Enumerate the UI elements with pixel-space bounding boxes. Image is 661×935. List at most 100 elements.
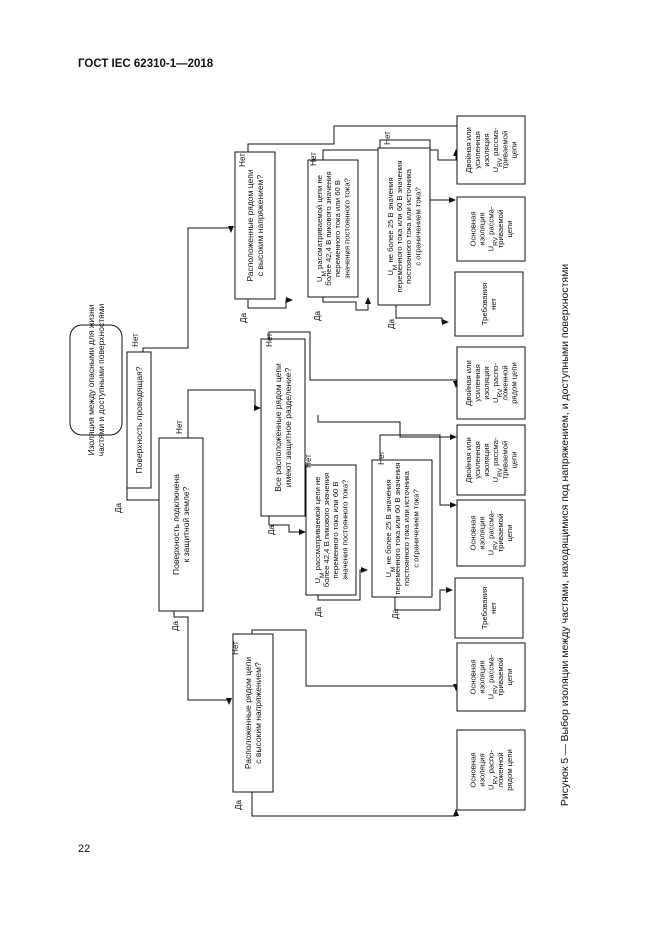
result-double-considered-top-text-line: URV рассма- [491, 127, 504, 172]
label-yes: Да [239, 313, 248, 323]
result-double-considered-middle-text-line: усиленная [473, 441, 482, 479]
result-basic-considered-top-text-line: Основная [469, 211, 478, 246]
label-no: Нет [309, 152, 318, 166]
earthed-question-text-line: к защитной земле? [181, 486, 191, 562]
um-not-exceed-question-bottom-text-line: переменного тока или 60 В [331, 481, 340, 578]
result-basic-considered-top-text-line: цепи [505, 220, 514, 237]
result-basic-nearby-bottom-text-line: изоляция [478, 753, 487, 786]
result-double-considered-middle-text-line: изоляция [482, 443, 491, 476]
label-no: Нет [238, 153, 247, 167]
result-double-nearby-middle-text-line: URV распо- [491, 363, 504, 403]
label-yes: Да [313, 311, 322, 321]
result-basic-considered-bottom-text-line: URV рассма- [487, 654, 500, 699]
figure-caption: Рисунок 5 — Выбор изоляции между частями… [559, 264, 571, 806]
um-not-exceed-question-bottom-text-line: значения постоянного тока? [340, 480, 349, 581]
result-double-nearby-middle-text-line: ложенной [500, 365, 509, 400]
result-basic-considered-middle-text-line: URV рассма- [487, 510, 500, 555]
um-25v-question-top-text-line: переменного тока или 60 В значения [395, 160, 404, 292]
result-double-considered-middle-text-line: триваемой [500, 441, 509, 480]
label-yes: Да [314, 607, 323, 617]
label-yes: Да [387, 319, 396, 329]
um-25v-question-bottom-text-line: UM не более 25 В значения [384, 479, 397, 577]
result-no-req-top-text-line: нет [489, 298, 498, 310]
label-yes: Да [391, 609, 400, 619]
result-double-considered-top-text-line: цепи [509, 141, 518, 158]
result-double-nearby-middle-text-line: изоляция [482, 366, 491, 399]
result-double-considered-middle-text-line: Двойная или [464, 437, 473, 483]
result-basic-considered-bottom-text-line: Основная [469, 659, 478, 694]
um-not-exceed-question-top-text-line: переменного тока или 60 В [333, 180, 342, 277]
protective-sep-question-text-line: имеют защитное разделение? [283, 367, 293, 487]
result-basic-considered-top-text-line: изоляция [478, 212, 487, 245]
um-not-exceed-question-top-text-line: значения постоянного тока? [342, 178, 351, 279]
result-basic-nearby-bottom-text-line: рядом цепи [505, 749, 514, 791]
result-basic-nearby-bottom-text-line: ложенной [496, 752, 505, 787]
result-basic-considered-bottom-text-line: триваемой [496, 658, 505, 697]
result-no-req-middle-text-line: нет [489, 602, 498, 614]
um-25v-question-bottom-text-line: с ограничением тока? [411, 489, 420, 567]
near-hv-question-top-text-line: с высоким напряжением? [255, 175, 265, 277]
result-basic-considered-middle-text-line: триваемой [496, 514, 505, 553]
label-no: Нет [383, 131, 392, 145]
result-double-considered-top-text-line: усиленная [473, 131, 482, 169]
near-hv-question-top-text-line: Расположенные рядом цепи [245, 169, 255, 281]
label-no: Нет [304, 454, 313, 468]
label-yes: Да [171, 621, 180, 631]
result-basic-considered-bottom-text-line: изоляция [478, 660, 487, 693]
result-double-considered-top-text-line: изоляция [482, 133, 491, 166]
result-basic-considered-middle-text-line: цепи [505, 524, 514, 541]
result-no-req-middle-text-line: Требования [480, 587, 489, 629]
um-25v-question-bottom-text-line: постоянного тока или источника [402, 470, 411, 586]
label-yes: Да [234, 800, 243, 810]
result-double-considered-top-text-line: Двойная или [464, 127, 473, 173]
label-no: Нет [265, 333, 274, 347]
result-basic-considered-top-text-line: триваемой [496, 210, 505, 249]
page-number: 22 [78, 843, 91, 855]
near-hv-question-bottom-text-line: Расположенные рядом цепи [243, 657, 253, 769]
result-no-req-top-text-line: Требования [480, 283, 489, 325]
um-not-exceed-question-bottom-text-line: более 42,4 В пикового значения [322, 473, 331, 587]
protective-sep-question-text-line: Все расположенные рядом цепи [273, 363, 283, 492]
start-box-text-line: Изоляция между опасными для жизни [86, 304, 96, 455]
result-basic-nearby-bottom-text-line: URV распо- [487, 750, 500, 790]
document-header: ГОСТ IEC 62310-1—2018 [78, 58, 214, 70]
result-double-nearby-middle-text-line: усиленная [473, 364, 482, 402]
label-no: Нет [377, 451, 386, 465]
um-not-exceed-question-top-text-line: UM рассматриваемой цепи не [315, 175, 328, 282]
um-25v-question-top-text-line: с ограничением тока? [413, 187, 422, 265]
near-hv-question-bottom-text-line: с высоким напряжением? [253, 662, 263, 764]
conductive-question-text-line: Поверхность проводящая? [134, 366, 144, 473]
um-25v-question-top-text-line: постоянного тока или источника [404, 168, 413, 284]
result-basic-considered-top-text-line: URV рассма- [487, 206, 500, 251]
um-not-exceed-question-bottom-text-line: UM рассматриваемой цепи не [313, 476, 326, 583]
result-double-nearby-middle-text-line: Двойная или [464, 360, 473, 406]
result-double-nearby-middle-text-line: рядом цепи [509, 362, 518, 404]
result-double-considered-middle-text-line: URV рассма- [491, 437, 504, 482]
um-not-exceed-question-top-text-line: более 42,4 В пикового значения [324, 171, 333, 285]
start-box-text-line: частями и доступными поверхностями [96, 303, 106, 456]
earthed-question-text-line: Поверхность подключена [171, 474, 181, 575]
label-no: Нет [175, 420, 184, 434]
label-yes: Да [267, 525, 276, 535]
conductive-question: Поверхность проводящая? [126, 351, 152, 489]
result-double-considered-middle-text-line: цепи [509, 451, 518, 468]
um-25v-question-top-text-line: UM не более 25 В значения [386, 177, 399, 275]
result-basic-considered-middle-text-line: изоляция [478, 516, 487, 549]
